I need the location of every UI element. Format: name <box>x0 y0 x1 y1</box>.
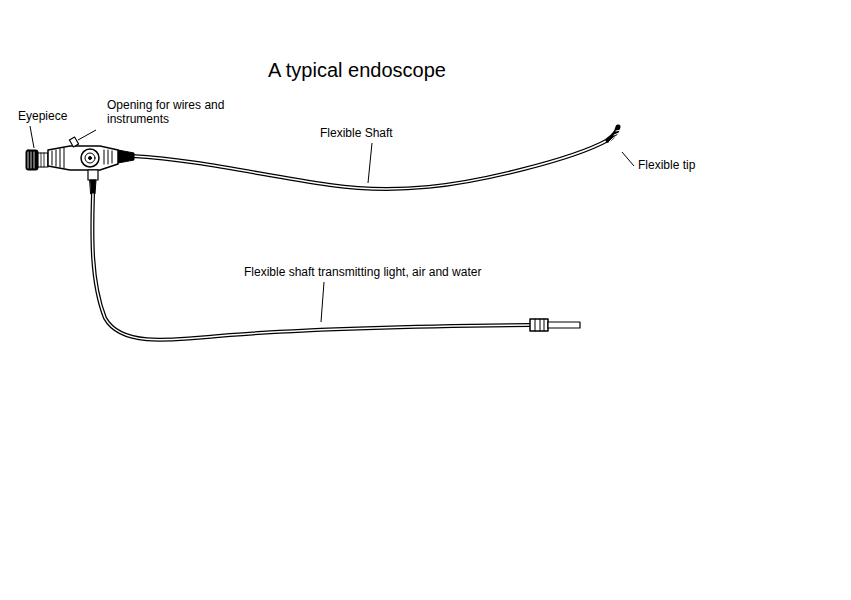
leader-lines <box>30 126 634 322</box>
part-label: Eyepiece <box>18 109 67 123</box>
part-label: Flexible Shaft <box>320 126 393 140</box>
part-label: Flexible shaft transmitting light, air a… <box>244 265 481 279</box>
part-label: Flexible tip <box>638 158 695 172</box>
diagram-title: A typical endoscope <box>268 58 446 82</box>
part-label: Opening for wires and instruments <box>107 98 247 126</box>
